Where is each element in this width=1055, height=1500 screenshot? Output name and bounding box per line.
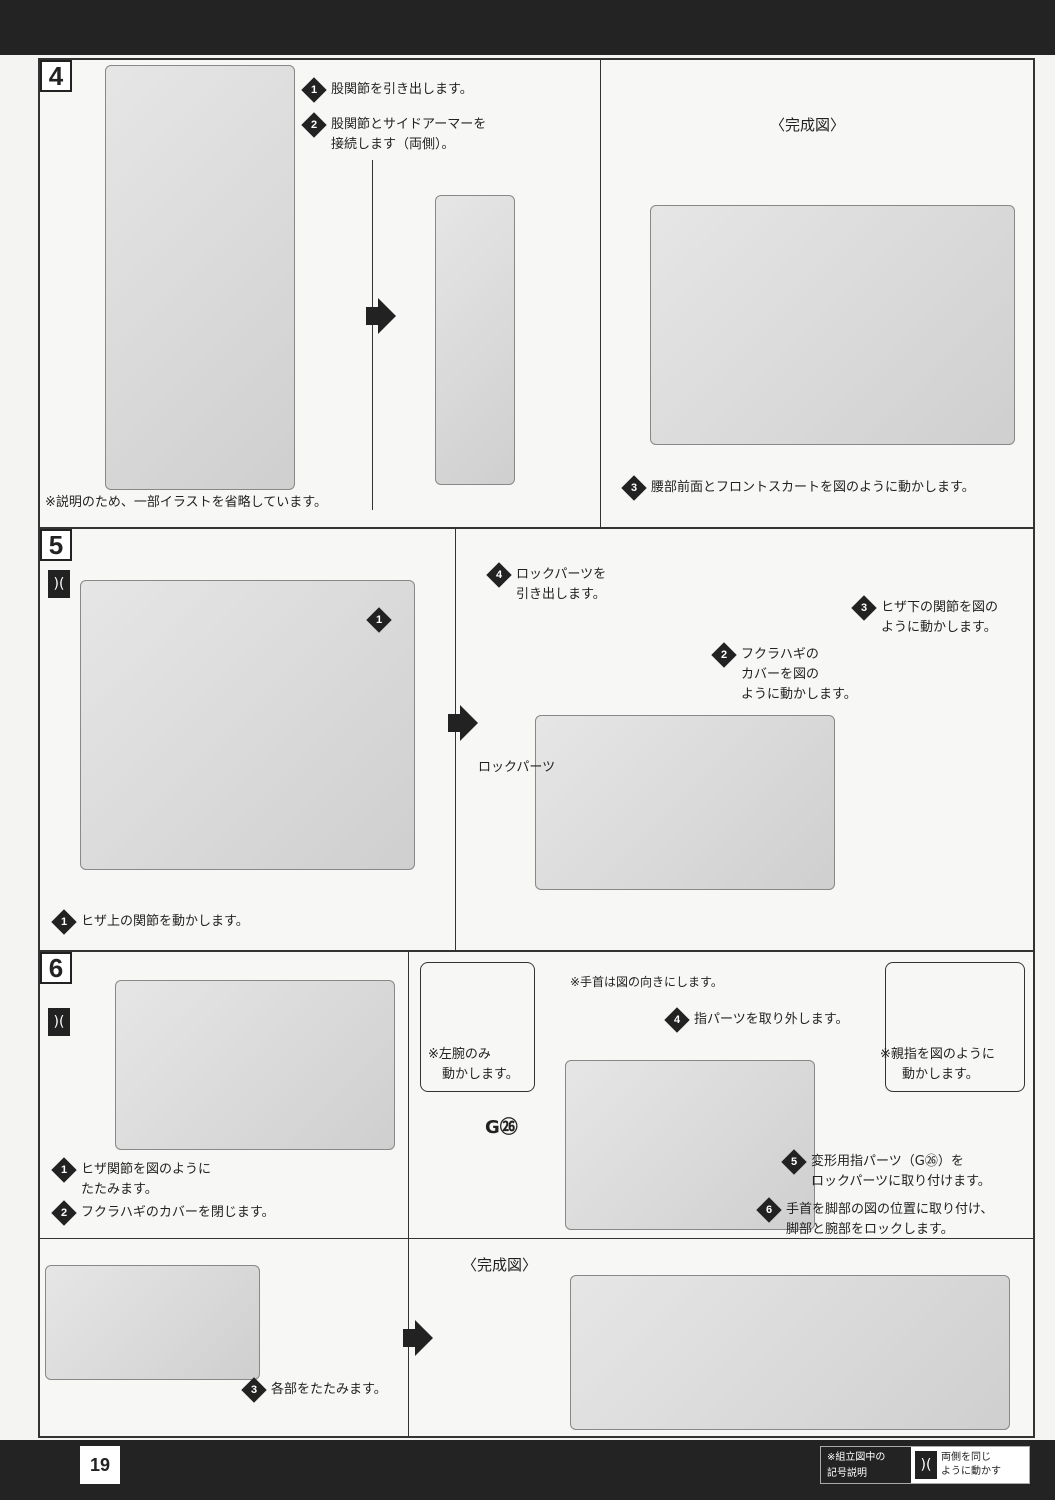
page-number: 19 (80, 1446, 120, 1484)
step-badge-icon: 2 (711, 641, 737, 668)
legs-illustration (105, 65, 295, 490)
callout: 1 (366, 606, 396, 633)
symbol-legend: ※組立図中の記号説明 )(両側を同じように動かす (820, 1446, 1030, 1484)
divider (38, 1238, 1035, 1239)
both-sides-symbol-icon: )( (48, 1008, 70, 1036)
completed-title-2: 〈完成図〉 (462, 1256, 538, 1274)
step-badge-icon: 1 (51, 908, 77, 935)
legend-title: ※組立図中の記号説明 (827, 1452, 886, 1479)
hip-joint-illustration (435, 195, 515, 485)
header-bar (0, 0, 1055, 55)
step-6-number: 6 (40, 952, 72, 984)
next-arrow-icon (366, 298, 396, 334)
step-4-number: 4 (40, 60, 72, 92)
step-badge-icon: 4 (486, 561, 512, 588)
step-5-section (38, 527, 1035, 529)
step-badge-icon: 3 (621, 474, 647, 501)
completed-title: 〈完成図〉 (770, 116, 846, 134)
both-sides-symbol-icon: )( (915, 1451, 937, 1479)
legend-symbol-text: 両側を同じように動かす (941, 1452, 1001, 1477)
step-badge-icon: 6 (756, 1196, 782, 1223)
divider (455, 529, 456, 950)
left-arm-note: ※左腕のみ動かします。 (428, 1047, 519, 1082)
thumb-bubble (885, 962, 1025, 1092)
step-badge-icon: 2 (301, 111, 327, 138)
next-arrow-icon (403, 1320, 433, 1356)
divider (372, 160, 373, 510)
step-badge-icon: 1 (301, 76, 327, 103)
footer-bar: 19 ※組立図中の記号説明 )(両側を同じように動かす (0, 1440, 1055, 1500)
step-badge-icon: 3 (241, 1376, 267, 1403)
step-badge-icon: 3 (851, 594, 877, 621)
step-6-section (38, 950, 1035, 952)
step-badge-icon: 2 (51, 1199, 77, 1226)
next-arrow-icon (448, 705, 478, 741)
divider (600, 60, 601, 527)
step4-note: ※説明のため、一部イラストを省略しています。 (45, 495, 327, 510)
completed-leg-illustration (570, 1275, 1010, 1430)
step-badge-icon: 1 (51, 1156, 77, 1183)
left-arm-bubble (420, 962, 535, 1092)
knee-upper-illustration (80, 580, 415, 870)
divider (408, 952, 409, 1438)
knee-fold-illustration (115, 980, 395, 1150)
completed-waist-illustration (650, 205, 1015, 445)
part-label: G㉖ (485, 1117, 518, 1138)
lock-part-label: ロックパーツ (478, 760, 556, 775)
knee-lower-illustration (535, 715, 835, 890)
step-badge-icon: 1 (366, 606, 392, 633)
thumb-note: ※親指を図のように動かします。 (880, 1047, 995, 1082)
fold-parts-illustration (45, 1265, 260, 1380)
both-sides-symbol-icon: )( (48, 570, 70, 598)
step-badge-icon: 5 (781, 1148, 807, 1175)
wrist-note: ※手首は図の向きにします。 (570, 975, 723, 989)
step-badge-icon: 4 (664, 1006, 690, 1033)
step-5-number: 5 (40, 529, 72, 561)
